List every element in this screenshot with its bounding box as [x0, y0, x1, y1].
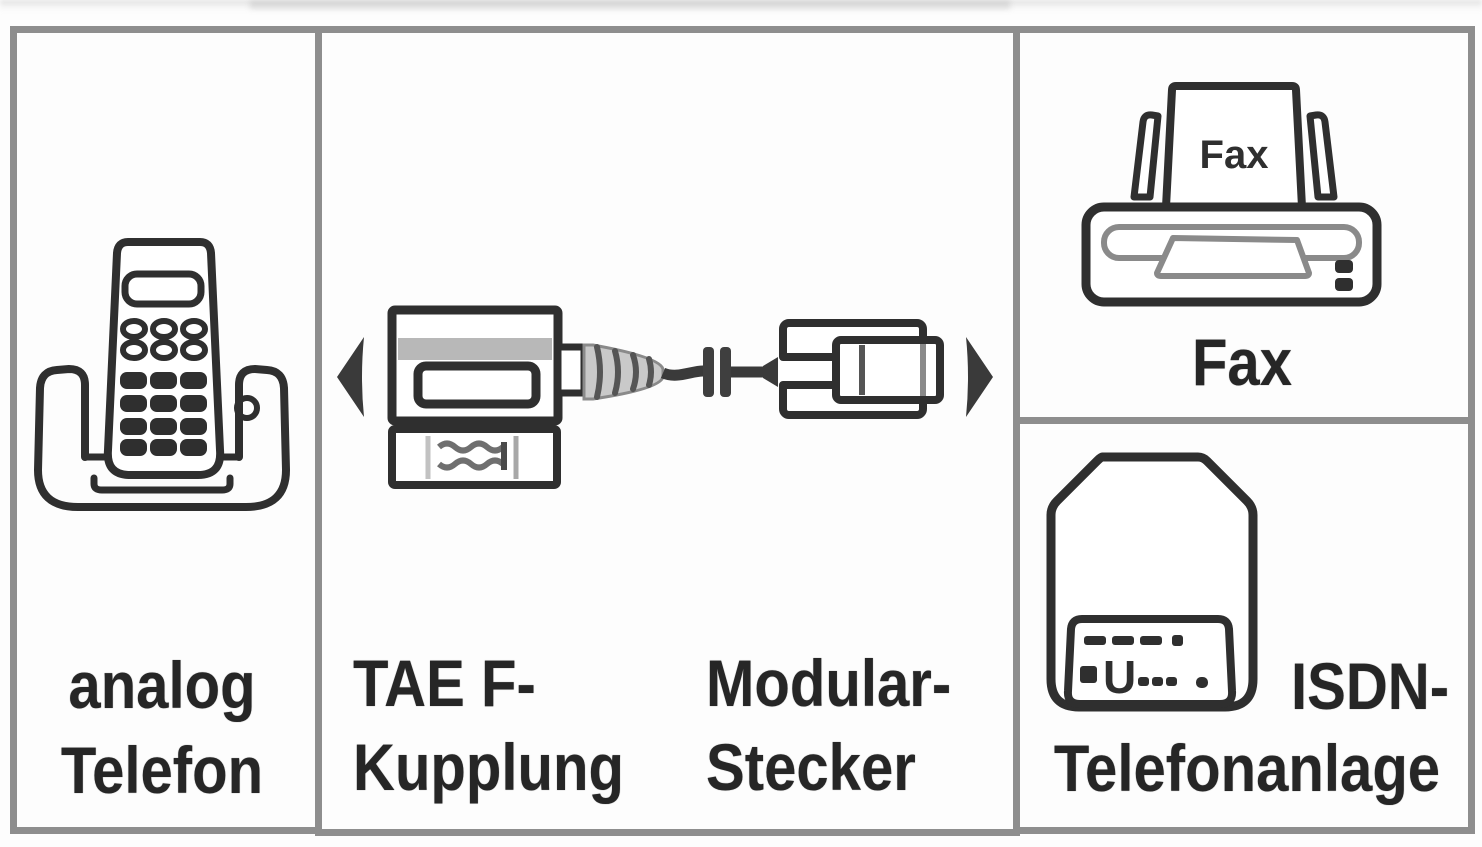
isdn-u-interface-text: U — [1103, 651, 1136, 703]
scan-smudge — [0, 0, 1482, 12]
cordless-phone-icon — [34, 238, 290, 511]
cable-with-ferrite-bead-icon — [660, 347, 778, 397]
isdn-panel-dashes — [1080, 635, 1208, 688]
coupling-label-line1: TAE F- — [353, 646, 536, 720]
fax-button — [1335, 260, 1353, 273]
paper-guide-left — [1130, 111, 1162, 201]
tae-gray-band — [398, 338, 552, 360]
isdn-label-line2: Telefonanlage — [1053, 731, 1441, 805]
isdn-system-icon: U — [1046, 452, 1258, 712]
isdn-front-panel — [1063, 615, 1237, 708]
handset-soft-keys — [120, 318, 208, 361]
base-button — [234, 395, 260, 421]
tae-socket-opening — [413, 361, 541, 409]
ferrite-ring — [703, 347, 714, 397]
modular-plug-icon — [779, 319, 944, 419]
tae-cable-compartment — [388, 425, 561, 489]
arrow-right-icon — [966, 337, 993, 417]
phone-base — [34, 365, 290, 511]
arrow-left-icon — [337, 337, 364, 417]
handset-display — [121, 270, 205, 308]
handset-keypad — [120, 372, 207, 456]
panel-isdn — [1013, 417, 1475, 834]
fax-paper — [1162, 82, 1306, 211]
plug-label-line2: Stecker — [706, 730, 916, 804]
ferrite-ring — [720, 347, 731, 397]
fax-output-paper — [1154, 235, 1312, 279]
fax-button — [1335, 278, 1353, 291]
twisted-wire — [437, 457, 505, 471]
strain-relief-collar — [554, 343, 588, 397]
isdn-label-line1: ISDN- — [1290, 649, 1450, 723]
analog-phone-label-line1: analog — [68, 648, 256, 722]
paper-guide-right — [1306, 111, 1338, 201]
scan-smudge — [250, 0, 1010, 9]
coupling-label-line2: Kupplung — [353, 730, 624, 804]
cradle-pocket — [90, 474, 234, 494]
fax-label: Fax — [1191, 325, 1293, 399]
adapter-illustration — [337, 305, 993, 489]
analog-phone-label-line2: Telefon — [60, 733, 264, 807]
fax-machine-icon: Fax — [1081, 82, 1382, 307]
fax-paper-text: Fax — [1200, 133, 1269, 177]
twisted-wire — [437, 440, 505, 454]
plug-label-line1: Modular- — [706, 646, 952, 720]
tae-f-coupling-icon — [387, 305, 665, 489]
